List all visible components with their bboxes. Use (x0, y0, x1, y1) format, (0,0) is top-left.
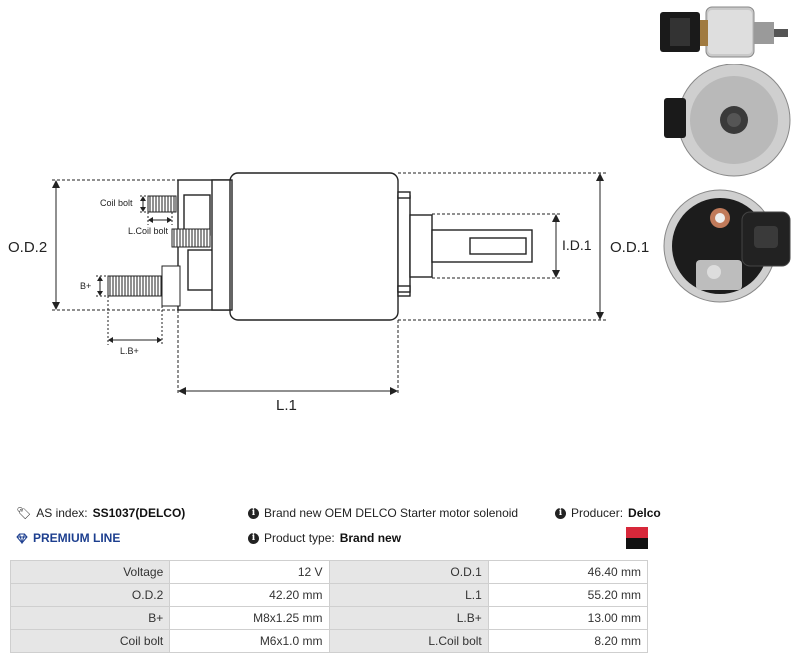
dim-od1-label: O.D.1 (610, 239, 649, 256)
product-photo-front (663, 189, 791, 303)
dim-l-b-plus-label: L.B+ (120, 346, 139, 356)
solenoid-body (229, 172, 399, 321)
producer-value: Delco (628, 506, 661, 520)
premium-line-label[interactable]: PREMIUM LINE (33, 531, 121, 545)
spec-label: O.D.1 (328, 560, 489, 584)
spec-label: O.D.2 (9, 583, 171, 607)
spec-label: B+ (9, 606, 171, 630)
premium-line[interactable]: PREMIUM LINE (16, 531, 120, 545)
spec-label: L.Coil bolt (328, 629, 489, 653)
dim-l1-label: L.1 (276, 397, 297, 414)
producer: i Producer: Delco (555, 506, 661, 520)
spec-label: L.1 (328, 583, 489, 607)
product-photo-rear (664, 64, 791, 177)
coil-bolt-thread (147, 195, 177, 213)
producer-label: Producer: (571, 506, 624, 520)
spec-value: 55.20 mm (487, 583, 649, 607)
spec-value: M6x1.0 mm (169, 629, 330, 653)
dim-l-coil-bolt-label: L.Coil bolt (128, 226, 169, 236)
spec-value: 42.20 mm (169, 583, 330, 607)
info-icon: i (248, 507, 259, 519)
technical-drawing: O.D.2 O.D.1 I.D.1 L.1 Coil bolt L.Coil b… (8, 172, 649, 414)
spec-value: 46.40 mm (487, 560, 649, 584)
info-icon: i (248, 532, 259, 544)
spec-value: M8x1.25 mm (169, 606, 330, 630)
spec-label: Coil bolt (9, 629, 171, 653)
as-index-value: SS1037(DELCO) (92, 506, 186, 520)
as-index: 🏷 AS index: SS1037(DELCO) (16, 506, 185, 520)
description-text: Brand new OEM DELCO Starter motor soleno… (264, 506, 519, 520)
l-coil-bolt-thread (171, 228, 211, 248)
dim-od2-label: O.D.2 (8, 239, 47, 256)
spec-value: 13.00 mm (487, 606, 649, 630)
dim-id1-label: I.D.1 (562, 237, 592, 253)
b-plus-bolt-thread (107, 265, 181, 307)
product-type-value: Brand new (339, 531, 402, 545)
product-type: i Product type: Brand new (248, 531, 401, 545)
spec-label: L.B+ (328, 606, 489, 630)
spec-value: 8.20 mm (487, 629, 649, 653)
dim-b-plus-label: B+ (80, 281, 91, 291)
product-type-label: Product type: (264, 531, 335, 545)
info-icon: i (555, 507, 566, 519)
producer-logo (626, 527, 648, 549)
description: i Brand new OEM DELCO Starter motor sole… (248, 506, 518, 520)
product-photo-side (660, 6, 788, 58)
as-index-label: AS index: (36, 506, 88, 520)
diamond-icon (16, 533, 28, 544)
spec-label: Voltage (9, 560, 171, 584)
product-info: 🏷 AS index: SS1037(DELCO) PREMIUM LINE i… (0, 500, 800, 560)
tags-icon: 🏷 (16, 506, 32, 520)
dim-coil-bolt-label: Coil bolt (100, 198, 133, 208)
spec-value: 12 V (169, 560, 330, 584)
